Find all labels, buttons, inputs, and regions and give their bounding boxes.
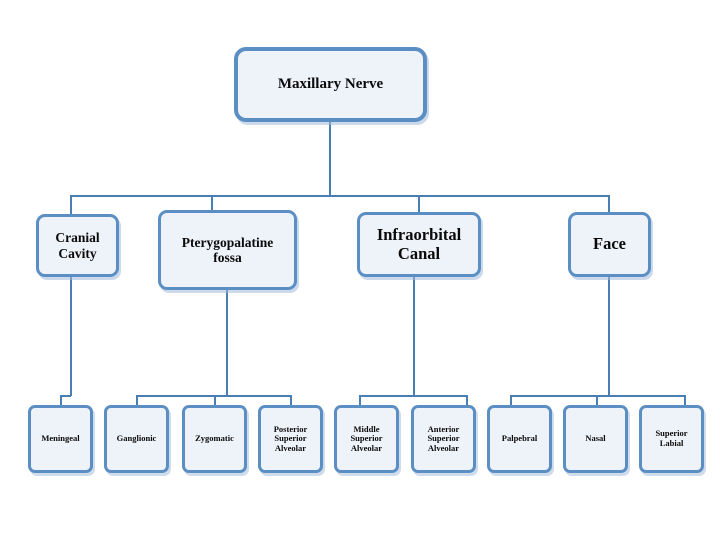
connector-to-superior-labial [684,395,686,406]
node-superior-labial-label: Superior Labial [655,428,688,448]
connector-to-middle-superior-alveolar [359,395,361,406]
node-cranial-cavity-label: Cranial Cavity [55,230,100,261]
node-anterior-superior-alveolar-label: Anterior Superior Alveolar [427,423,460,453]
connector-cranial-cavity-bar [60,395,71,397]
connector-to-infraorbital-canal [418,195,420,212]
node-middle-superior-alveolar-label: Middle Superior Alveolar [350,423,383,453]
connector-to-nasal [596,395,598,406]
connector-level2-bar [70,195,609,197]
node-zygomatic[interactable]: Zygomatic [182,405,247,473]
node-nasal-label: Nasal [585,433,606,444]
node-meningeal-label: Meningeal [41,433,80,444]
node-face-label: Face [593,234,626,254]
node-cranial-cavity[interactable]: Cranial Cavity [36,214,119,277]
node-middle-superior-alveolar[interactable]: Middle Superior Alveolar [334,405,399,473]
connector-to-palpebral [510,395,512,406]
node-pterygopalatine-fossa-label: Pterygopalatine fossa [181,234,274,265]
connector-to-zygomatic [214,395,216,406]
connector-cranial-cavity-stem [70,277,72,396]
node-anterior-superior-alveolar[interactable]: Anterior Superior Alveolar [411,405,476,473]
node-ganglionic[interactable]: Ganglionic [104,405,169,473]
node-posterior-superior-alveolar[interactable]: Posterior Superior Alveolar [258,405,323,473]
connector-to-ganglionic [136,395,138,406]
connector-to-pterygopalatine-fossa [211,195,213,210]
connector-pterygopalatine-stem [226,290,228,396]
connector-root-stem [329,122,331,196]
connector-to-cranial-cavity [70,195,72,214]
node-maxillary-nerve-label: Maxillary Nerve [277,76,384,93]
node-meningeal[interactable]: Meningeal [28,405,93,473]
node-infraorbital-canal-label: Infraorbital Canal [376,225,462,263]
node-ganglionic-label: Ganglionic [116,433,157,444]
connector-pterygopalatine-bar [136,395,291,397]
connector-infraorbital-bar [359,395,467,397]
node-infraorbital-canal[interactable]: Infraorbital Canal [357,212,481,277]
connector-to-meningeal [60,395,62,406]
node-nasal[interactable]: Nasal [563,405,628,473]
connector-to-face [608,195,610,212]
connector-infraorbital-stem [413,277,415,396]
connector-to-anterior-superior-alveolar [466,395,468,406]
connector-face-stem [608,277,610,396]
node-zygomatic-label: Zygomatic [195,433,234,444]
node-palpebral-label: Palpebral [501,433,538,444]
connector-to-posterior-superior-alveolar [290,395,292,406]
node-posterior-superior-alveolar-label: Posterior Superior Alveolar [273,423,308,453]
node-superior-labial[interactable]: Superior Labial [639,405,704,473]
node-maxillary-nerve[interactable]: Maxillary Nerve [234,47,427,122]
node-face[interactable]: Face [568,212,651,277]
node-palpebral[interactable]: Palpebral [487,405,552,473]
node-pterygopalatine-fossa[interactable]: Pterygopalatine fossa [158,210,297,290]
